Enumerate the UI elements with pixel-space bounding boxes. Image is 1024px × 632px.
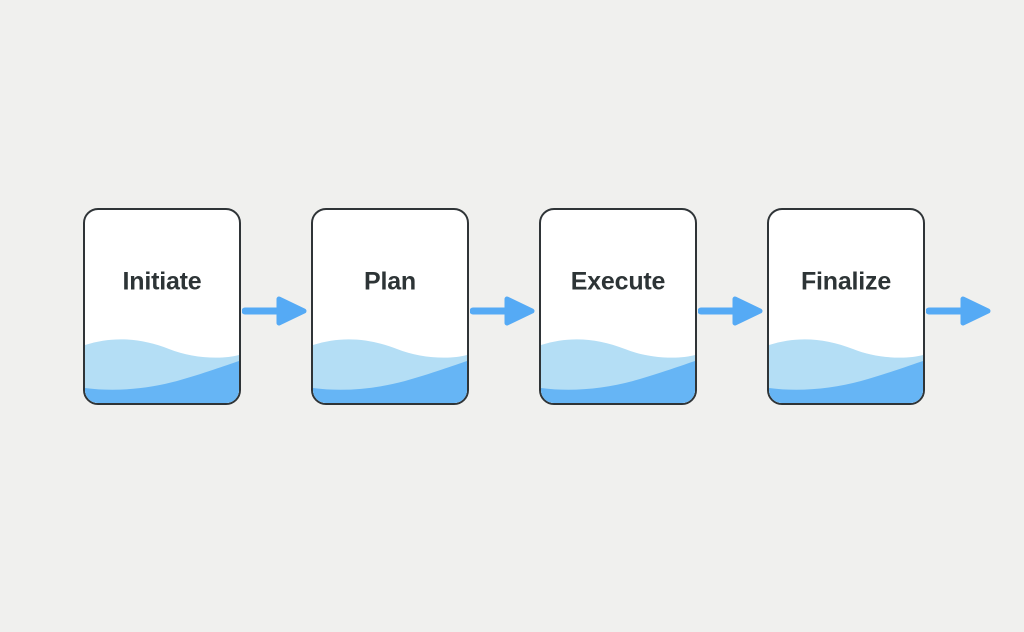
flow-step-card-plan[interactable]: Plan: [311, 208, 469, 405]
flow-step-card-finalize[interactable]: Finalize: [767, 208, 925, 405]
arrow-right-icon: [698, 296, 763, 326]
flow-step-label: Execute: [570, 267, 666, 296]
flow-step-label: Initiate: [122, 267, 202, 296]
water-wave-icon: [541, 339, 695, 403]
flow-step-label: Plan: [364, 267, 416, 296]
flow-step-label: Finalize: [800, 267, 892, 296]
arrow-right-icon: [242, 296, 307, 326]
arrow-right-icon: [470, 296, 535, 326]
water-wave-icon: [313, 339, 467, 403]
water-wave-icon: [769, 339, 923, 403]
flow-step-card-execute[interactable]: Execute: [539, 208, 697, 405]
water-wave-icon: [85, 339, 239, 403]
flow-step-card-initiate[interactable]: Initiate: [83, 208, 241, 405]
arrow-right-icon: [926, 296, 991, 326]
